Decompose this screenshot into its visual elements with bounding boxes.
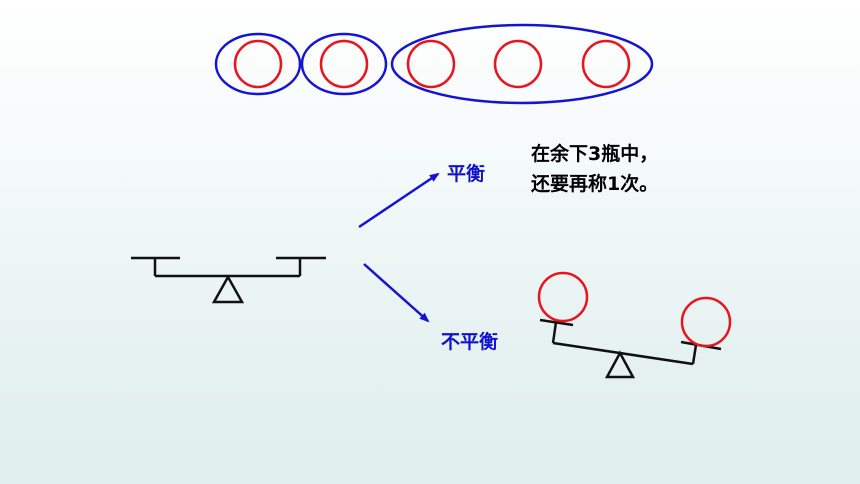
note-line-2: 还要再称1次。	[531, 173, 659, 195]
bottle-on-left-pan	[537, 271, 589, 323]
tilted-scale	[539, 318, 722, 379]
bottle-5	[581, 39, 631, 89]
bottle-4	[493, 39, 543, 89]
bottle-3	[406, 39, 456, 89]
balanced-label: 平衡	[447, 163, 486, 185]
arrow-unbalanced	[363, 263, 430, 323]
group-ellipse-2	[300, 32, 388, 96]
arrow-balanced	[358, 172, 440, 229]
group-ellipse-1	[214, 32, 302, 96]
bottle-on-right-pan	[680, 296, 732, 348]
unbalanced-label: 不平衡	[441, 331, 499, 353]
level-scale	[131, 256, 326, 304]
bottle-1	[233, 39, 283, 89]
note-line-1: 在余下3瓶中，	[531, 143, 659, 165]
bottle-2	[319, 39, 369, 89]
group-ellipse-3	[390, 23, 654, 105]
remaining-note: 在余下3瓶中， 还要再称1次。	[531, 139, 658, 199]
